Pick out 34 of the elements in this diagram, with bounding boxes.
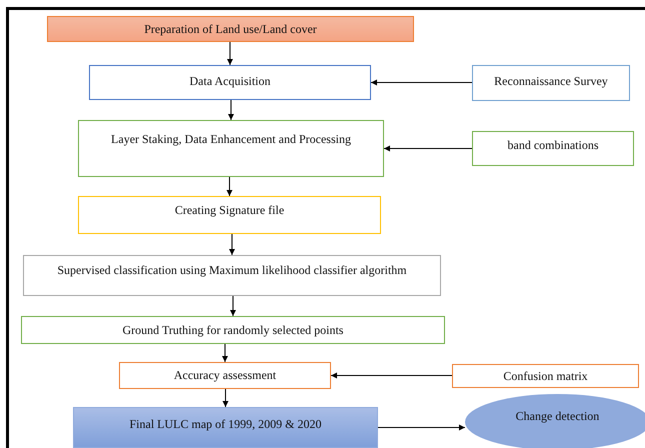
- node-label: Confusion matrix: [503, 368, 588, 384]
- process-box: [472, 65, 630, 101]
- arrow: [378, 424, 466, 430]
- node-label: Accuracy assessment: [174, 368, 276, 383]
- arrow: [222, 344, 228, 362]
- process-box: [452, 364, 639, 388]
- node-label: Data Acquisition: [190, 74, 270, 89]
- arrow: [227, 42, 233, 66]
- process-box: [78, 120, 384, 177]
- node-label: band combinations: [508, 138, 598, 153]
- process-box: [78, 196, 381, 234]
- arrow: [370, 80, 472, 86]
- arrow: [229, 234, 235, 256]
- node-label: Preparation of Land use/Land cover: [144, 22, 317, 36]
- process-box: [119, 362, 331, 389]
- node-label: Supervised classification using Maximum likelihood classifier algorithm: [57, 263, 407, 278]
- arrow: [330, 372, 452, 378]
- arrow: [222, 388, 228, 408]
- arrow: [384, 146, 472, 152]
- process-box: [73, 407, 378, 448]
- node-label: Final LULC map of 1999, 2009 & 2020: [130, 417, 322, 432]
- node-label: Reconnaissance Survey: [494, 74, 608, 89]
- process-box: [21, 316, 445, 344]
- process-box: [89, 65, 371, 100]
- process-box: [47, 16, 414, 42]
- process-box: [472, 131, 634, 166]
- arrow: [230, 296, 236, 316]
- node-label: Layer Staking, Data Enhancement and Processing: [111, 132, 351, 147]
- node-label: Creating Signature file: [174, 203, 284, 218]
- arrow: [228, 100, 234, 120]
- node-label: Ground Truthing for randomly selected points: [122, 322, 344, 338]
- node-label: Change detection: [516, 409, 600, 424]
- process-box: [23, 255, 441, 296]
- arrow: [226, 176, 232, 196]
